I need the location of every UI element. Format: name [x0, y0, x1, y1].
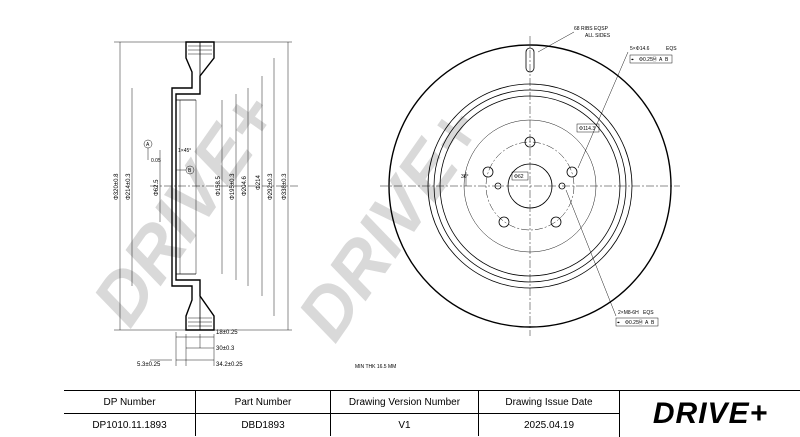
svg-text:Ⓜ: Ⓜ [652, 56, 657, 63]
dim-d62-5: Φ62.5 [154, 179, 160, 196]
svg-text:B: B [665, 57, 669, 63]
angle-label: 36° [461, 174, 469, 180]
svg-text:Ⓜ: Ⓜ [638, 319, 643, 326]
threaded-fcf: ⌖ Φ0.25 Ⓜ A B [615, 317, 659, 327]
bolt-hole [566, 166, 578, 178]
min-thickness: MIN THK 16.5 MM [355, 364, 396, 370]
svg-text:Φ0.25: Φ0.25 [639, 57, 653, 63]
value-part-number: DBD1893 [195, 414, 330, 436]
value-dp-number: DP1010.11.1893 [92, 419, 167, 431]
bolt-fcf: ⌖ Φ0.25 Ⓜ A B [629, 54, 673, 64]
title-block-values: DP1010.11.1893 DBD1893 V1 2025.04.19 [64, 414, 619, 436]
threaded-pos: EQS [643, 310, 654, 316]
svg-text:⌖: ⌖ [617, 320, 620, 326]
tolerance-note: 0.05 [151, 158, 161, 164]
threaded-hole [558, 182, 566, 190]
threaded-hole [494, 182, 502, 190]
datum-a: A [146, 142, 150, 148]
bolt-holes-label: 5×Φ14.6 [630, 46, 650, 52]
pcd-box [576, 123, 600, 133]
bolt-hole [524, 136, 536, 148]
dim-d320: Φ320±0.8 [114, 173, 120, 200]
dim-18: 18±0.25 [216, 330, 238, 336]
dim-d214: Φ214±0.3 [126, 173, 132, 200]
svg-text:A: A [645, 320, 649, 326]
bolt-holes-pos: EQS [666, 46, 677, 52]
bolt-hole [498, 216, 510, 228]
svg-text:Φ0.25: Φ0.25 [625, 320, 639, 326]
vent-lines [188, 45, 212, 327]
watermark-right: DRIVE+ [283, 94, 499, 355]
title-block-headers: DP Number Part Number Drawing Version Nu… [64, 391, 619, 414]
dim-34-2: 34.2±0.25 [216, 362, 243, 368]
watermark-left: DRIVE+ [78, 79, 294, 340]
title-block: DP Number Part Number Drawing Version Nu… [64, 390, 800, 437]
brand-logo: DRIVE+ [619, 391, 800, 437]
center-box [511, 171, 529, 181]
svg-text:⌖: ⌖ [631, 57, 634, 63]
bolt-hole [550, 216, 562, 228]
value-issue-date: 2025.04.19 [478, 414, 619, 436]
dim-d204-6: Φ204.6 [242, 176, 248, 196]
dim-d214b: Φ214 [256, 175, 262, 190]
dim-d195: Φ195±0.3 [230, 173, 236, 200]
dim-5-3: 5.3±0.25 [137, 362, 161, 368]
watermark-text: DRIVE+ [283, 94, 499, 355]
watermark-text: DRIVE+ [78, 79, 294, 340]
value-version: V1 [330, 414, 478, 436]
ribs-note-2: ALL SIDES [585, 33, 611, 39]
brand-logo-text: DRIVE+ [652, 397, 769, 430]
svg-text:B: B [651, 320, 655, 326]
threaded-label: 2×M8-6H [618, 310, 639, 316]
bolt-hole [482, 166, 494, 178]
svg-text:A: A [659, 57, 663, 63]
rib-slot [525, 47, 535, 73]
chamfer-note: 1×45° [178, 148, 191, 154]
pcd-label: Φ114.3 [579, 126, 595, 132]
dim-d292: Φ292±0.3 [268, 173, 274, 200]
datum-b: B [188, 168, 192, 174]
dim-30: 30±0.3 [216, 346, 235, 352]
header-version: Drawing Version Number [330, 391, 478, 413]
header-part-number: Part Number [195, 391, 330, 413]
header-dp-number: DP Number [103, 396, 156, 408]
ribs-note: 68 RIBS EQSP [574, 26, 609, 32]
side-view: Φ320±0.8 Φ214±0.3 Φ62.5 Φ158.5 Φ195±0.3 … [114, 41, 300, 368]
center-label: Φ62 [514, 174, 524, 180]
dim-d158-5: Φ158.5 [216, 176, 222, 196]
front-view: 36° 68 RIBS EQSP ALL SIDES 5×Φ14.6 EQS ⌖… [380, 26, 680, 336]
header-issue-date: Drawing Issue Date [478, 391, 619, 413]
dim-d338: Φ338±0.3 [282, 173, 288, 200]
